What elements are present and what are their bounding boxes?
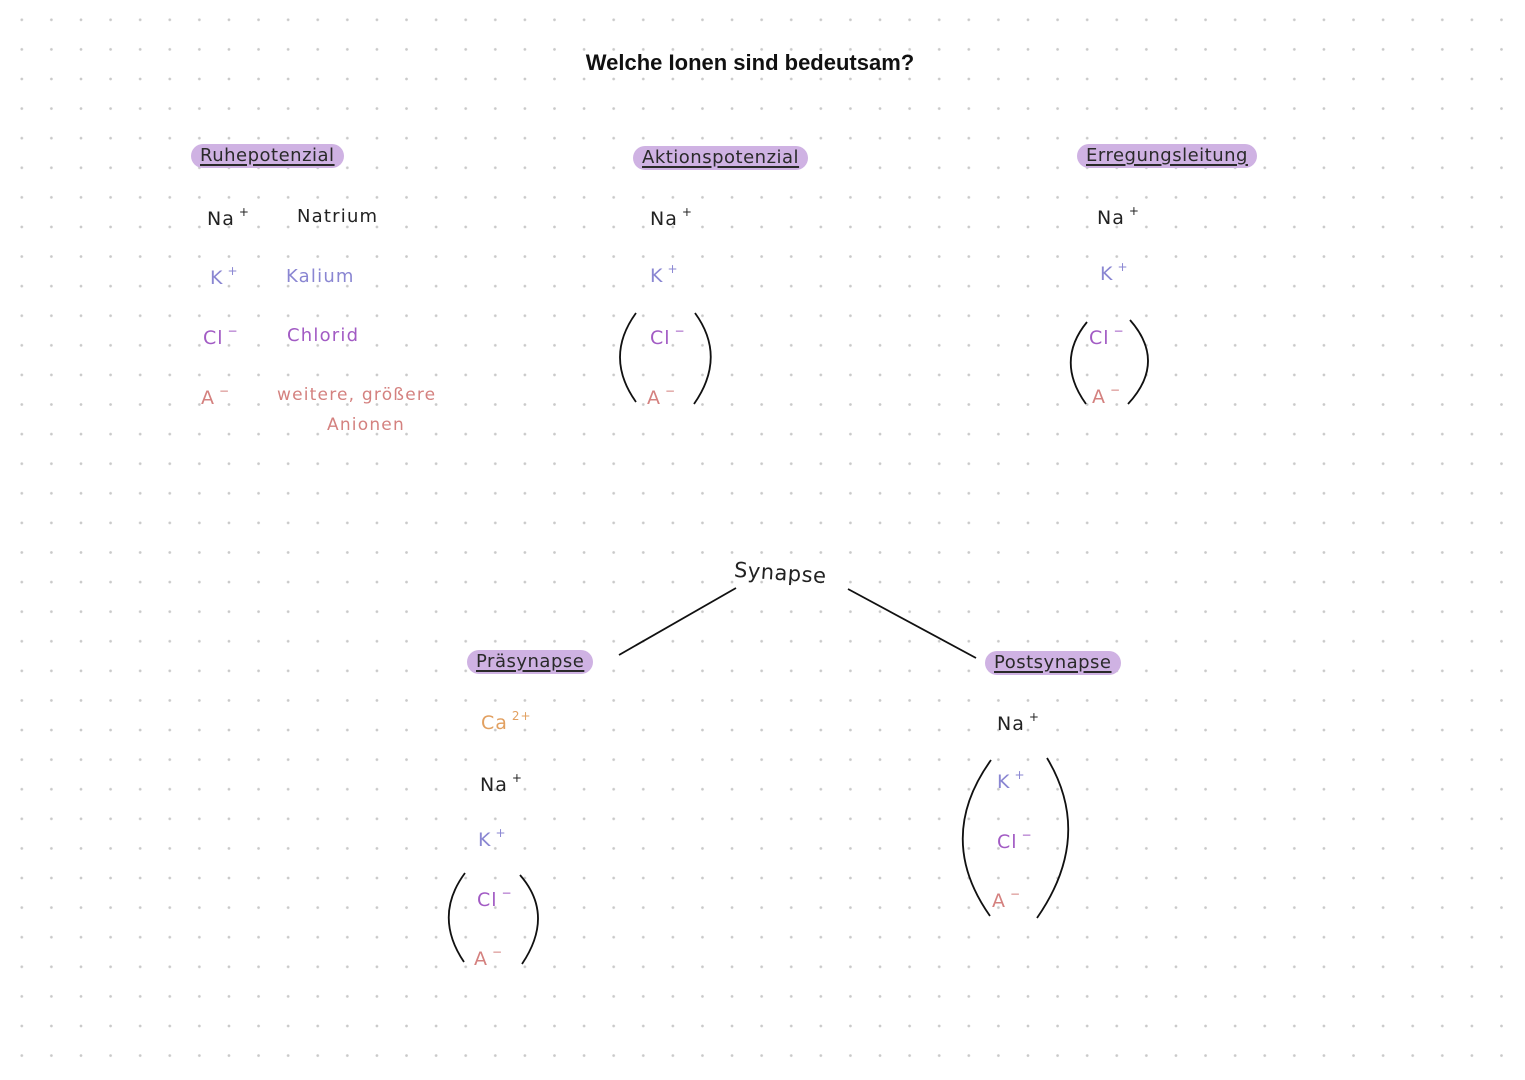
ion-name-chlorid: Chlorid [287,325,360,346]
ion-cl: Cl− [477,886,513,911]
bracket-left [1069,321,1088,405]
bracket-right [519,874,539,965]
ion-name-kalium: Kalium [286,266,355,287]
bracket-left [619,312,637,403]
bracket-left [961,759,992,917]
ion-cl: Cl− [1089,324,1125,349]
ion-name-anionen-line2: Anionen [327,415,405,435]
bracket-right [693,312,712,405]
ion-na: Na+ [207,205,250,230]
ion-a: A− [647,384,677,409]
ion-name-anionen-line1: weitere, größere [277,385,437,405]
heading-praesynapse: Präsynapse [467,650,594,674]
heading-aktionspotenzial: Aktionspotenzial [633,146,809,170]
ion-na: Na+ [480,771,523,796]
bracket-right [1127,319,1149,405]
ion-a: A− [1092,383,1122,408]
ion-na: Na+ [1097,204,1140,229]
page-title: Welche Ionen sind bedeutsam? [585,50,915,75]
ion-cl: Cl− [650,324,686,349]
bracket-left [447,872,466,963]
heading-erregungsleitung: Erregungsleitung [1077,144,1257,168]
ion-k: K+ [478,826,507,851]
ion-cl: Cl− [203,324,239,349]
ion-a: A− [474,945,504,970]
ion-a: A− [201,384,231,409]
ion-k: K+ [210,264,239,289]
ion-k: K+ [650,262,679,287]
heading-postsynapse: Postsynapse [985,651,1121,675]
ion-k: K+ [997,768,1026,793]
ion-name-natrium: Natrium [297,206,379,227]
bracket-right [1036,757,1070,919]
ion-k: K+ [1100,260,1129,285]
ion-a: A− [992,887,1022,912]
synapse-branch-left [618,587,737,656]
synapse-branch-right [847,588,977,659]
ion-na: Na+ [997,710,1040,735]
heading-ruhepotenzial: Ruhepotenzial [191,144,344,168]
ion-cl: Cl− [997,828,1033,853]
ion-na: Na+ [650,205,693,230]
